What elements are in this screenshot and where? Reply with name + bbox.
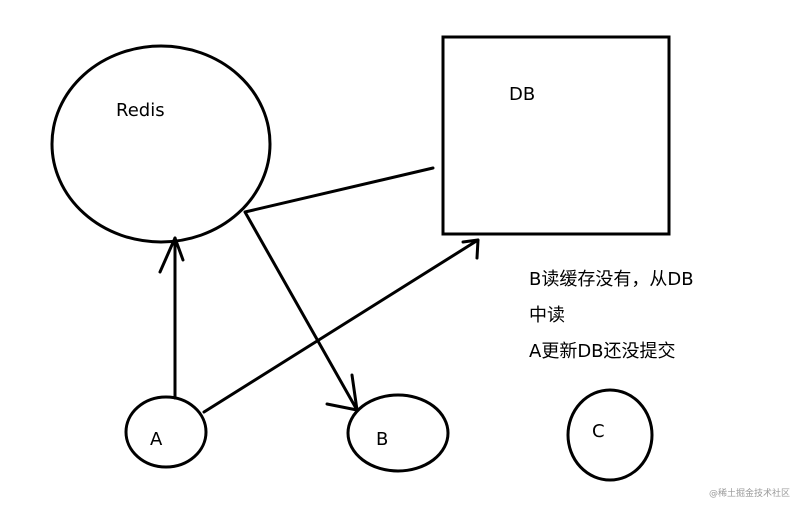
b-label: B: [376, 429, 388, 450]
note-line-3: A更新DB还没提交: [529, 341, 676, 362]
explanation-note: B读缓存没有，从DB 中读 A更新DB还没提交: [529, 262, 779, 370]
edge-db-to-b-line: [243, 166, 435, 412]
edge-a-to-db-line: [202, 238, 480, 414]
a-ellipse: [124, 395, 208, 469]
note-line-1: B读缓存没有，从DB: [529, 269, 694, 290]
watermark: @稀土掘金技术社区: [708, 489, 790, 499]
redis-label: Redis: [116, 100, 165, 121]
c-ellipse: [566, 388, 654, 482]
edge-a-to-redis: [158, 236, 185, 400]
a-node: A: [124, 395, 208, 469]
edge-a-to-db: [202, 238, 480, 414]
edge-a-to-db-arrowhead: [461, 238, 480, 260]
edge-db-to-b-arrowhead: [325, 373, 359, 412]
c-node: C: [566, 388, 654, 482]
note-line-2: 中读: [529, 305, 565, 326]
b-ellipse: [346, 393, 450, 473]
a-label: A: [150, 429, 163, 450]
edge-db-to-b: [243, 166, 435, 412]
redis-ellipse: [50, 44, 272, 244]
edge-a-to-redis-arrowhead: [158, 236, 185, 274]
db-node: DB: [441, 35, 671, 236]
redis-node: Redis: [50, 44, 272, 244]
db-rectangle: [441, 35, 671, 236]
b-node: B: [346, 393, 450, 473]
c-label: C: [592, 421, 605, 442]
db-label: DB: [509, 84, 535, 105]
